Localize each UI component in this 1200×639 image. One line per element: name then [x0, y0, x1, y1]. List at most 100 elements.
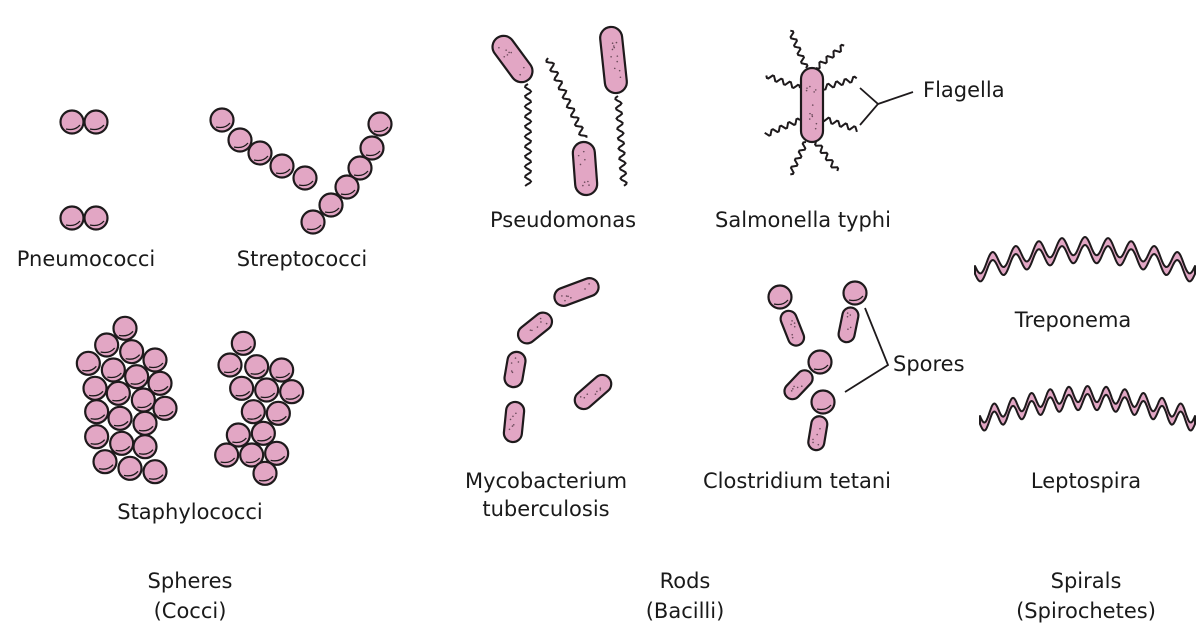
rod-granule [616, 42, 618, 44]
label-clostridium: Clostridium tetani [703, 467, 891, 495]
salmonella-flagellum [815, 142, 838, 171]
salmonella-flagellum [790, 142, 806, 174]
rod-granule [847, 328, 849, 330]
rod-granule [511, 362, 513, 364]
rod-granule [523, 67, 525, 69]
rod-granule [509, 429, 511, 431]
rod-granule [811, 114, 813, 116]
rod-granule [812, 442, 814, 444]
rod-granule [515, 357, 517, 359]
rod-granule [519, 74, 521, 76]
label-staphylococci: Staphylococci [117, 498, 263, 526]
rod-granule [794, 322, 796, 324]
rod-granule [818, 444, 820, 446]
rod-granule [791, 334, 793, 336]
rod-granule [806, 90, 808, 92]
mycobacterium-rod [503, 401, 525, 443]
rod-granule [584, 288, 586, 290]
rod-granule [790, 324, 792, 326]
rod-granule [586, 393, 588, 395]
rod-granule [791, 390, 793, 392]
rod-granule [816, 434, 818, 436]
rod-granule [561, 295, 563, 297]
rod-granule [498, 47, 500, 49]
mycobacterium-rod [514, 309, 555, 347]
rod-granule [546, 323, 548, 325]
label-pseudomonas: Pseudomonas [490, 206, 636, 234]
rod-granule [540, 321, 542, 323]
rod-granule [812, 104, 814, 106]
rod-granule [812, 116, 814, 118]
rod-granule [537, 326, 539, 328]
rod-granule [850, 314, 852, 316]
rod-granule [513, 424, 515, 426]
label-leptospira: Leptospira [1031, 467, 1141, 495]
rod-granule [578, 155, 580, 157]
rod-granule [531, 330, 533, 332]
salmonella-flagellum [765, 119, 800, 136]
label-salmonella: Salmonella typhi [715, 206, 891, 234]
label-flagella: Flagella [923, 76, 1005, 104]
rod-granule [566, 295, 568, 297]
label-treponema: Treponema [1015, 306, 1132, 334]
rod-granule [583, 151, 585, 153]
rod-granule [595, 393, 597, 395]
rod-granule [816, 123, 818, 125]
salmonella-flagellum [816, 45, 844, 69]
rod-granule [801, 385, 803, 387]
rod-granule [511, 370, 513, 372]
group-spheres-subtitle: (Cocci) [154, 597, 227, 625]
group-rods-subtitle: (Bacilli) [646, 597, 725, 625]
rod-granule [510, 52, 512, 54]
flagella-pointer [878, 92, 913, 104]
rod-granule [507, 54, 509, 56]
label-streptococci: Streptococci [237, 245, 367, 273]
rod-granule [584, 159, 586, 161]
rod-granule [580, 164, 582, 166]
rod-granule [584, 181, 586, 183]
rod-granule [580, 396, 582, 398]
rod-granule [806, 87, 808, 89]
group-spirals-subtitle: (Spirochetes) [1016, 597, 1156, 625]
rod-granule [512, 425, 514, 427]
rod-granule [809, 113, 811, 115]
group-spheres-title: Spheres [148, 567, 233, 595]
rod-granule [570, 297, 572, 299]
rod-granule [614, 68, 616, 70]
rod-granule [510, 419, 512, 421]
rod-granule [620, 76, 622, 78]
salmonella-flagellum [822, 77, 857, 90]
rod-granule [610, 56, 612, 58]
pseudomonas-rod [488, 31, 537, 86]
rod-granule [564, 300, 566, 302]
label-pneumococci: Pneumococci [17, 245, 155, 273]
pseudomonas-flagellum [525, 84, 531, 186]
rod-granule [815, 89, 817, 91]
rod-granule [582, 185, 584, 187]
rod-granule [530, 329, 532, 331]
salmonella-flagellum [766, 76, 800, 89]
group-spirals-title: Spirals [1051, 567, 1122, 595]
rod-granule [612, 42, 614, 44]
rod-granule [792, 337, 794, 339]
clostridium-rod [781, 367, 816, 402]
pseudomonas-rod [572, 141, 598, 196]
rod-granule [567, 296, 569, 298]
rod-granule [813, 91, 815, 93]
rod-granule [812, 439, 814, 441]
rod-granule [797, 387, 799, 389]
clostridium-rod [837, 306, 860, 343]
pseudomonas-flagellum [615, 96, 626, 186]
rod-granule [505, 49, 507, 51]
rod-granule [612, 49, 614, 51]
treponema-spiral [975, 237, 1195, 281]
rod-granule [616, 61, 618, 63]
rod-granule [596, 391, 598, 393]
rod-granule [587, 181, 589, 183]
rod-granule [794, 326, 796, 328]
rod-granule [599, 389, 601, 391]
rod-granule [512, 415, 514, 417]
rod-granule [588, 184, 590, 186]
clostridium-rod [778, 308, 806, 347]
rod-granule [503, 56, 505, 58]
